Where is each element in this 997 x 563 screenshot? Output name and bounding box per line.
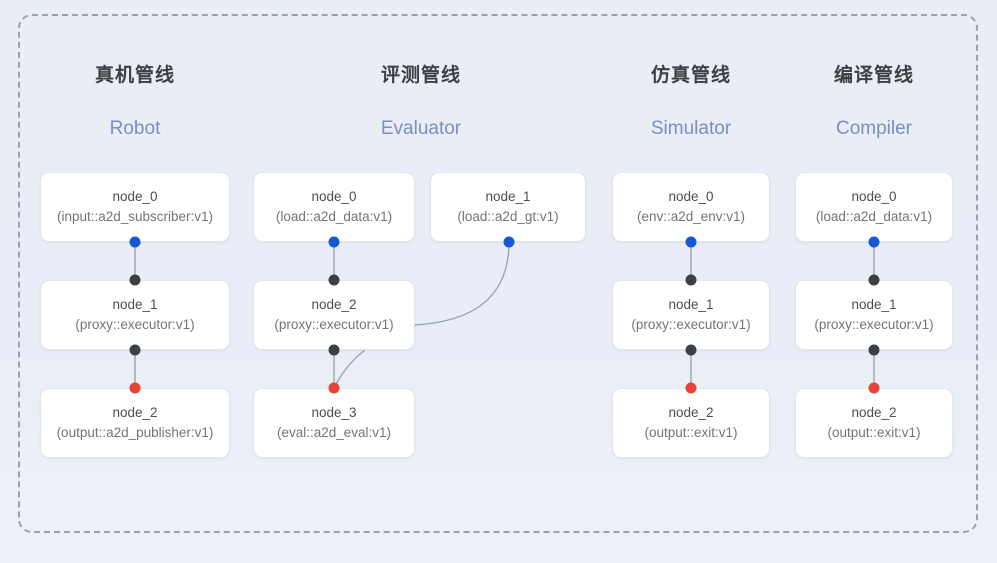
port-output-robot-1[interactable] bbox=[129, 344, 141, 356]
node-name: node_2 bbox=[311, 297, 357, 313]
node-robot-2[interactable]: node_2 (output::a2d_publisher:v1) bbox=[40, 388, 230, 458]
node-robot-1[interactable]: node_1 (proxy::executor:v1) bbox=[40, 280, 230, 350]
node-type: (load::a2d_data:v1) bbox=[275, 209, 393, 224]
port-output-robot-0[interactable] bbox=[129, 236, 141, 248]
pipeline-group-frame bbox=[18, 14, 978, 533]
node-type: (eval::a2d_eval:v1) bbox=[276, 425, 392, 440]
node-type: (proxy::executor:v1) bbox=[631, 317, 751, 332]
node-name: node_0 bbox=[851, 189, 897, 205]
port-input-robot-1[interactable] bbox=[129, 274, 141, 286]
node-type: (proxy::executor:v1) bbox=[75, 317, 195, 332]
port-output-compiler-1[interactable] bbox=[868, 344, 880, 356]
port-input-simulator-2[interactable] bbox=[685, 382, 697, 394]
node-type: (load::a2d_gt:v1) bbox=[457, 209, 559, 224]
node-evaluator-2[interactable]: node_2 (proxy::executor:v1) bbox=[253, 280, 415, 350]
node-name: node_1 bbox=[851, 297, 897, 313]
node-type: (proxy::executor:v1) bbox=[274, 317, 394, 332]
port-input-evaluator-3[interactable] bbox=[328, 382, 340, 394]
node-type: (output::a2d_publisher:v1) bbox=[56, 425, 214, 440]
node-type: (proxy::executor:v1) bbox=[814, 317, 934, 332]
node-type: (load::a2d_data:v1) bbox=[815, 209, 933, 224]
node-name: node_0 bbox=[311, 189, 357, 205]
node-evaluator-3[interactable]: node_3 (eval::a2d_eval:v1) bbox=[253, 388, 415, 458]
node-compiler-1[interactable]: node_1 (proxy::executor:v1) bbox=[795, 280, 953, 350]
node-evaluator-0[interactable]: node_0 (load::a2d_data:v1) bbox=[253, 172, 415, 242]
port-input-compiler-1[interactable] bbox=[868, 274, 880, 286]
node-simulator-0[interactable]: node_0 (env::a2d_env:v1) bbox=[612, 172, 770, 242]
port-input-compiler-2[interactable] bbox=[868, 382, 880, 394]
port-input-evaluator-2[interactable] bbox=[328, 274, 340, 286]
port-output-evaluator-2[interactable] bbox=[328, 344, 340, 356]
node-simulator-2[interactable]: node_2 (output::exit:v1) bbox=[612, 388, 770, 458]
node-compiler-2[interactable]: node_2 (output::exit:v1) bbox=[795, 388, 953, 458]
node-type: (output::exit:v1) bbox=[644, 425, 738, 440]
node-name: node_3 bbox=[311, 405, 357, 421]
node-evaluator-1[interactable]: node_1 (load::a2d_gt:v1) bbox=[430, 172, 586, 242]
node-name: node_2 bbox=[668, 405, 714, 421]
port-output-compiler-0[interactable] bbox=[868, 236, 880, 248]
node-robot-0[interactable]: node_0 (input::a2d_subscriber:v1) bbox=[40, 172, 230, 242]
port-input-robot-2[interactable] bbox=[129, 382, 141, 394]
node-type: (env::a2d_env:v1) bbox=[636, 209, 746, 224]
port-input-simulator-1[interactable] bbox=[685, 274, 697, 286]
node-type: (input::a2d_subscriber:v1) bbox=[56, 209, 214, 224]
port-output-evaluator-1[interactable] bbox=[503, 236, 515, 248]
node-name: node_1 bbox=[668, 297, 714, 313]
port-output-evaluator-0[interactable] bbox=[328, 236, 340, 248]
node-name: node_1 bbox=[485, 189, 531, 205]
node-name: node_2 bbox=[112, 405, 158, 421]
node-compiler-0[interactable]: node_0 (load::a2d_data:v1) bbox=[795, 172, 953, 242]
node-type: (output::exit:v1) bbox=[827, 425, 921, 440]
node-name: node_0 bbox=[668, 189, 714, 205]
node-simulator-1[interactable]: node_1 (proxy::executor:v1) bbox=[612, 280, 770, 350]
port-output-simulator-0[interactable] bbox=[685, 236, 697, 248]
port-output-simulator-1[interactable] bbox=[685, 344, 697, 356]
node-name: node_2 bbox=[851, 405, 897, 421]
node-name: node_0 bbox=[112, 189, 158, 205]
node-name: node_1 bbox=[112, 297, 158, 313]
